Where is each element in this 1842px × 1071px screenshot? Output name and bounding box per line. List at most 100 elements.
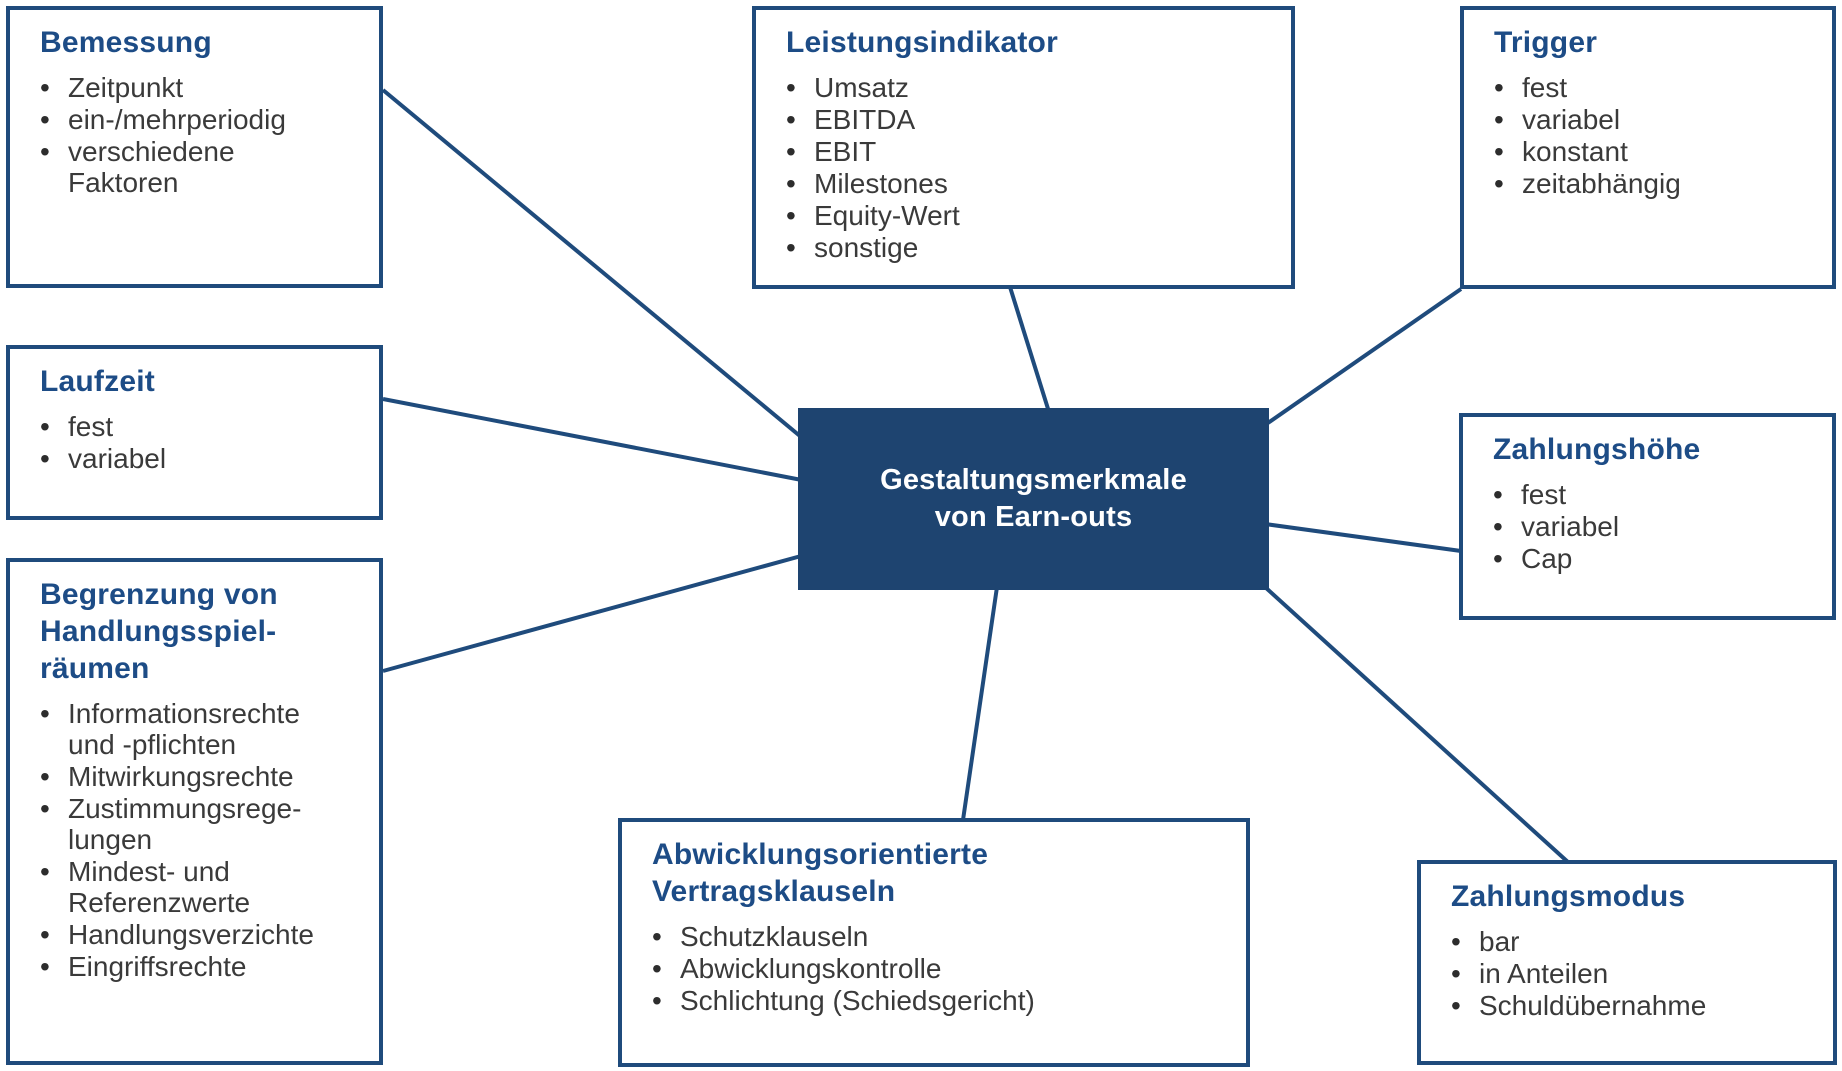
list-item: • Cap [1493,543,1818,574]
connector-abwicklung [961,586,999,821]
item-text: in Anteilen [1479,958,1609,989]
bullet-dot: • [1494,136,1504,167]
bullet-list: •fest •variabel •konstant •zeitabhängig [1494,72,1818,199]
item-text: Zustimmungsrege-lungen [68,793,302,855]
bullet-dot: • [1493,479,1503,510]
bullet-dot: • [786,136,796,167]
center-node: Gestaltungsmerkmale von Earn-outs [798,408,1269,590]
bullet-dot: • [652,921,662,952]
list-item: • verschiedene Faktoren [40,136,365,198]
bullet-dot: • [786,232,796,263]
list-item: • zeitabhängig [1494,168,1818,199]
box-abwicklung-title: Abwicklungsorientierte Vertragsklauseln [652,838,989,908]
connector-bemessung [381,88,814,448]
box-abwicklung: Abwicklungsorientierte Vertragsklauseln … [618,818,1250,1067]
connector-group [381,88,1571,865]
list-item: •Schlichtung (Schiedsgericht) [652,985,1232,1016]
bullet-dot: • [40,136,50,167]
bullet-dot: • [1493,543,1503,574]
box-laufzeit: Laufzeit • fest •variabel [6,345,383,520]
item-text: Umsatz [814,72,909,103]
list-item: • fest [1493,479,1818,510]
connector-zahlungsmodus [1263,585,1571,865]
bullet-dot: • [786,168,796,199]
list-item: •konstant [1494,136,1818,167]
item-text: bar [1479,926,1520,957]
list-item: •variabel [40,443,365,474]
bullet-list: • fest •variabel [40,411,365,474]
item-text: Abwicklungskontrolle [680,953,942,984]
list-item: • in Anteilen [1451,958,1819,989]
list-item: •sonstige [786,232,1277,263]
bullet-dot: • [40,698,50,729]
item-text: Schutzklauseln [680,921,869,952]
item-text: Equity-Wert [814,200,960,231]
list-item: • Mindest- und Referenzwerte [40,856,365,918]
bullet-dot: • [1493,511,1503,542]
list-item: •Zustimmungsrege-lungen [40,793,365,855]
bullet-dot: • [786,200,796,231]
bullet-dot: • [40,443,50,474]
item-text: Handlungsverzichte [68,919,314,950]
bullet-list: •Zeitpunkt • ein-/mehrperiodig • verschied… [40,72,365,198]
bullet-dot: • [40,951,50,982]
bullet-dot: • [1451,958,1461,989]
box-zahlungsmodus-title: Zahlungsmodus [1451,880,1686,913]
box-bemessung: Bemessung •Zeitpunkt •ein-/mehrperiodig … [6,6,383,288]
item-text: fest [1522,72,1568,103]
item-text: fest [68,411,114,442]
item-text: Mindest- und Referenzwerte [68,856,251,918]
bullet-dot: • [40,72,50,103]
item-text: ein-/mehrperiodig [68,104,286,135]
list-item: •Umsatz [786,72,1277,103]
bullet-list: • fest •variabel • Cap [1493,479,1818,574]
bullet-dot: • [40,856,50,887]
box-trigger-title: Trigger [1494,26,1598,59]
item-text: fest [1521,479,1567,510]
item-text: Eingriffsrechte [68,951,247,982]
item-text: Cap [1521,543,1573,574]
bullet-dot: • [40,411,50,442]
box-trigger: Trigger •fest •variabel •konstant •zeita… [1460,6,1836,289]
list-item: • Informationsrechte und -pflichten [40,698,365,760]
item-text: Schlichtung (Schiedsgericht) [680,985,1035,1016]
bullet-dot: • [40,761,50,792]
list-item: •fest [1494,72,1818,103]
box-laufzeit-title: Laufzeit [40,365,155,398]
connector-begrenzung [382,551,813,673]
connector-leistungsindikator [1008,286,1051,413]
bullet-dot: • [1451,990,1461,1021]
box-leistungsindikator: Leistungsindikator •Umsatz •EBITDA •EBIT… [752,6,1295,289]
list-item: • bar [1451,926,1819,957]
list-item: •variabel [1494,104,1818,135]
box-begrenzung: Begrenzung von Handlungsspiel-räumen •In… [6,558,383,1065]
bullet-list: • bar • in Anteilen • Schuldübernahme [1451,926,1819,1021]
bullet-dot: • [1451,926,1461,957]
center-title-line1: Gestaltungsmerkmale [880,464,1187,496]
list-item: • Handlungsverzichte [40,919,365,950]
bullet-list: • Informationsrechte und -pflichten • Mitw… [40,698,365,982]
list-item: • Milestones [786,168,1277,199]
item-text: Informationsrechte und -pflichten [68,698,300,760]
bullet-dot: • [786,104,796,135]
bullet-dot: • [40,919,50,950]
bullet-dot: • [1494,168,1504,199]
box-leistungsindikator-title: Leistungsindikator [786,26,1058,59]
item-text: verschiedene Faktoren [68,136,235,198]
item-text: Schuldübernahme [1479,990,1707,1021]
list-item: •Zeitpunkt [40,72,365,103]
list-item: • Schuldübernahme [1451,990,1819,1021]
bullet-dot: • [1494,104,1504,135]
list-item: • Eingriffsrechte [40,951,365,982]
center-title-line2: von Earn-outs [934,501,1133,533]
item-text: Mitwirkungsrechte [68,761,294,792]
item-text: Milestones [814,168,948,199]
item-text: EBIT [814,136,877,167]
list-item: •variabel [1493,511,1818,542]
bullet-dot: • [40,104,50,135]
bullet-list: •Umsatz •EBITDA •EBIT •Milestones •Equit… [786,72,1277,263]
box-zahlungsmodus: Zahlungsmodus • bar • in Anteilen • Schuldü… [1417,860,1837,1065]
item-text: zeitabhängig [1522,168,1681,199]
